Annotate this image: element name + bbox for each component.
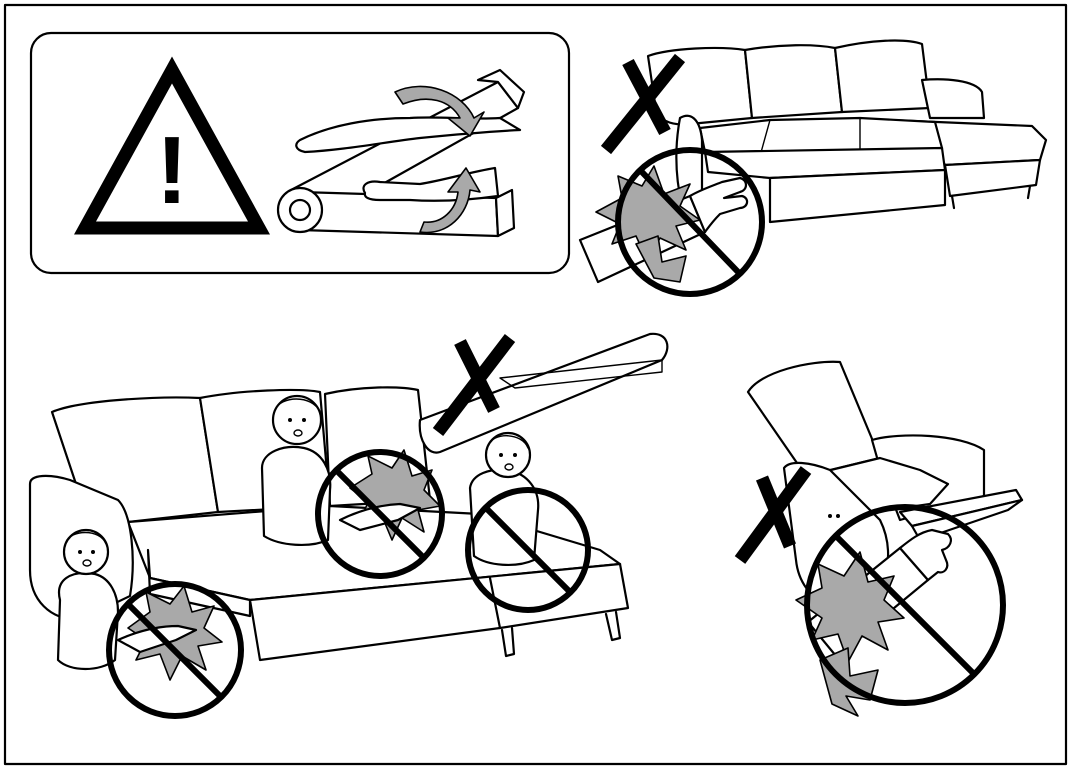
warning-panel-border: [29, 31, 571, 275]
prohibition-sign-icon: [615, 147, 765, 297]
cross-mark-icon: [600, 53, 686, 155]
prohibition-sign-icon: [106, 581, 244, 719]
page-frame: [3, 3, 1068, 766]
hinge-warning-panel: !: [29, 31, 571, 275]
rotation-arrow-icon: [394, 85, 485, 137]
pinch-impact-icon: [795, 551, 905, 663]
prohibition-sign-icon: [315, 449, 445, 579]
cross-mark-icon: [432, 334, 516, 436]
sofa-bed-panel: [578, 39, 1048, 297]
prohibition-sign-icon: [804, 504, 1006, 706]
warning-glyph: !: [156, 117, 188, 224]
hinge-diagram: [276, 68, 526, 238]
child-figure: [468, 431, 540, 567]
hand: [898, 528, 952, 582]
hand: [688, 176, 749, 234]
child-figure: [56, 528, 120, 670]
cross-mark-icon: [734, 466, 812, 564]
hinge-pivot: [276, 186, 324, 234]
prohibition-sign-icon: [465, 487, 591, 613]
child-figure: [260, 394, 332, 547]
storage-lid: [418, 332, 669, 454]
warning-triangle-icon: !: [74, 56, 270, 235]
storage-sofa-panel: [28, 332, 669, 719]
recliner-panel: [734, 360, 1024, 717]
rotation-arrow-icon: [419, 167, 481, 234]
